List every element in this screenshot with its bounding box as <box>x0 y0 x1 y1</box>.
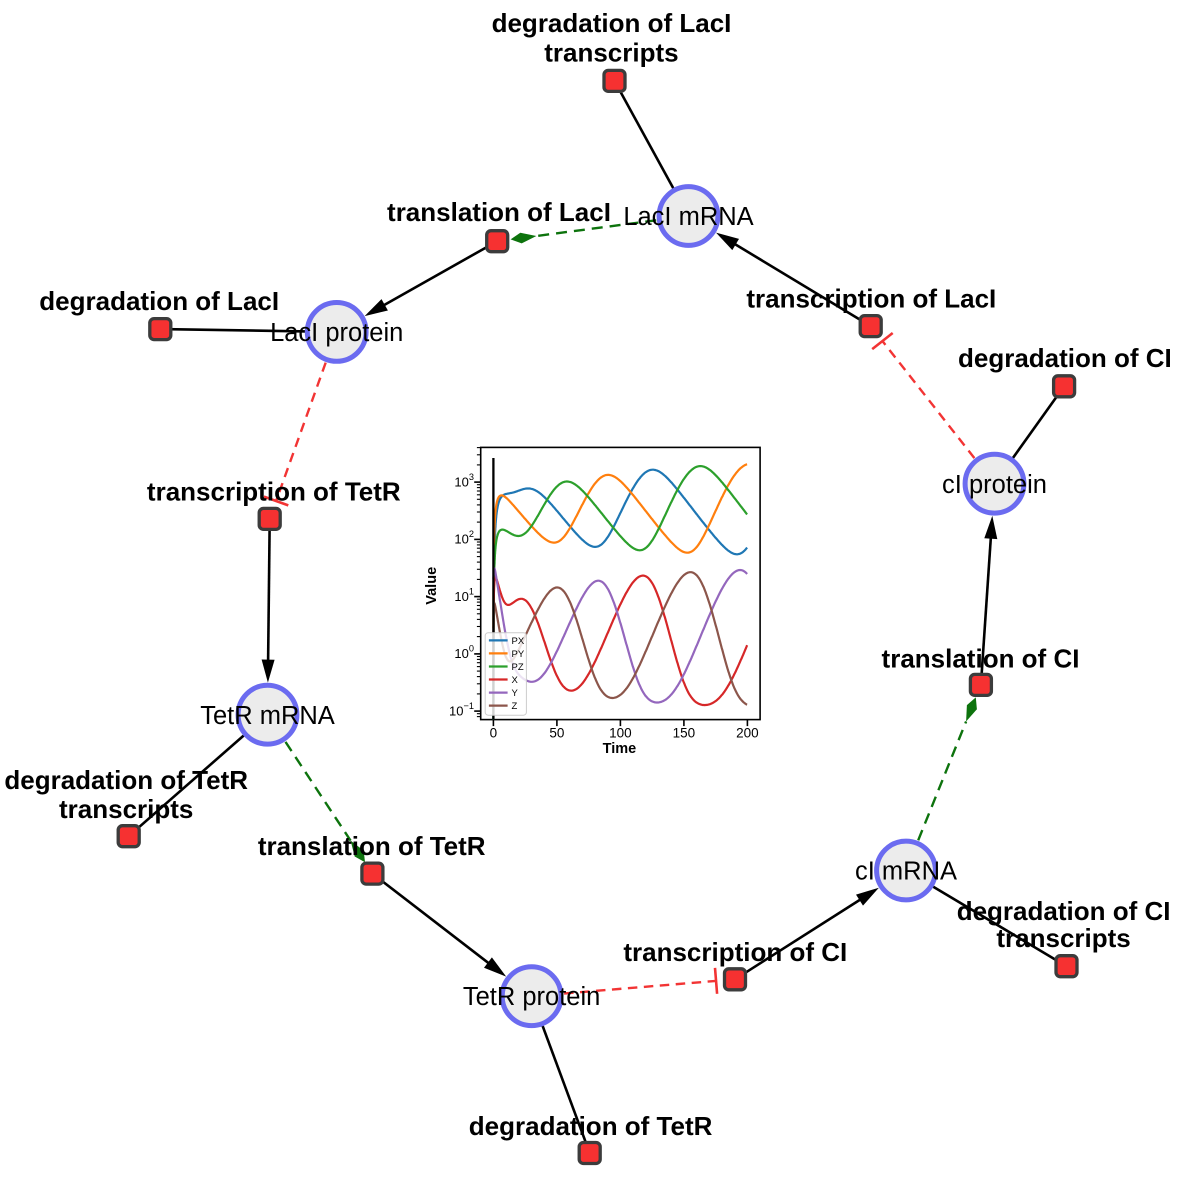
svg-text:transcription of LacI: transcription of LacI <box>746 284 996 314</box>
svg-text:cI protein: cI protein <box>942 471 1047 499</box>
svg-text:Time: Time <box>603 741 637 757</box>
svg-text:translation of CI: translation of CI <box>882 644 1080 674</box>
svg-text:degradation of LacI: degradation of LacI <box>492 8 732 38</box>
svg-text:transcripts: transcripts <box>996 923 1130 953</box>
svg-text:PX: PX <box>512 636 525 647</box>
svg-text:degradation of CI: degradation of CI <box>957 896 1171 926</box>
svg-text:200: 200 <box>736 726 759 741</box>
svg-text:degradation of LacI: degradation of LacI <box>39 286 279 316</box>
svg-text:50: 50 <box>549 726 564 741</box>
svg-text:transcripts: transcripts <box>59 794 193 824</box>
svg-text:Value: Value <box>424 567 440 605</box>
svg-text:0: 0 <box>490 726 498 741</box>
svg-text:transcription of TetR: transcription of TetR <box>147 477 401 507</box>
svg-text:cI mRNA: cI mRNA <box>855 858 957 886</box>
svg-text:translation of LacI: translation of LacI <box>387 197 611 227</box>
svg-text:100: 100 <box>609 726 632 741</box>
svg-text:150: 150 <box>673 726 696 741</box>
svg-text:Z: Z <box>512 701 518 712</box>
svg-text:degradation of TetR: degradation of TetR <box>469 1111 713 1141</box>
svg-text:TetR mRNA: TetR mRNA <box>200 702 335 730</box>
svg-text:transcripts: transcripts <box>544 38 678 68</box>
svg-text:PZ: PZ <box>512 662 524 673</box>
svg-text:degradation of CI: degradation of CI <box>958 343 1172 373</box>
svg-text:PY: PY <box>512 649 525 660</box>
svg-text:LacI protein: LacI protein <box>270 319 403 347</box>
svg-text:Y: Y <box>512 688 519 699</box>
svg-text:TetR protein: TetR protein <box>463 983 601 1011</box>
svg-text:translation of TetR: translation of TetR <box>258 831 486 861</box>
svg-text:LacI mRNA: LacI mRNA <box>623 203 753 231</box>
svg-text:degradation of TetR: degradation of TetR <box>4 765 248 795</box>
svg-text:transcription of CI: transcription of CI <box>623 937 847 967</box>
svg-text:X: X <box>512 675 519 686</box>
